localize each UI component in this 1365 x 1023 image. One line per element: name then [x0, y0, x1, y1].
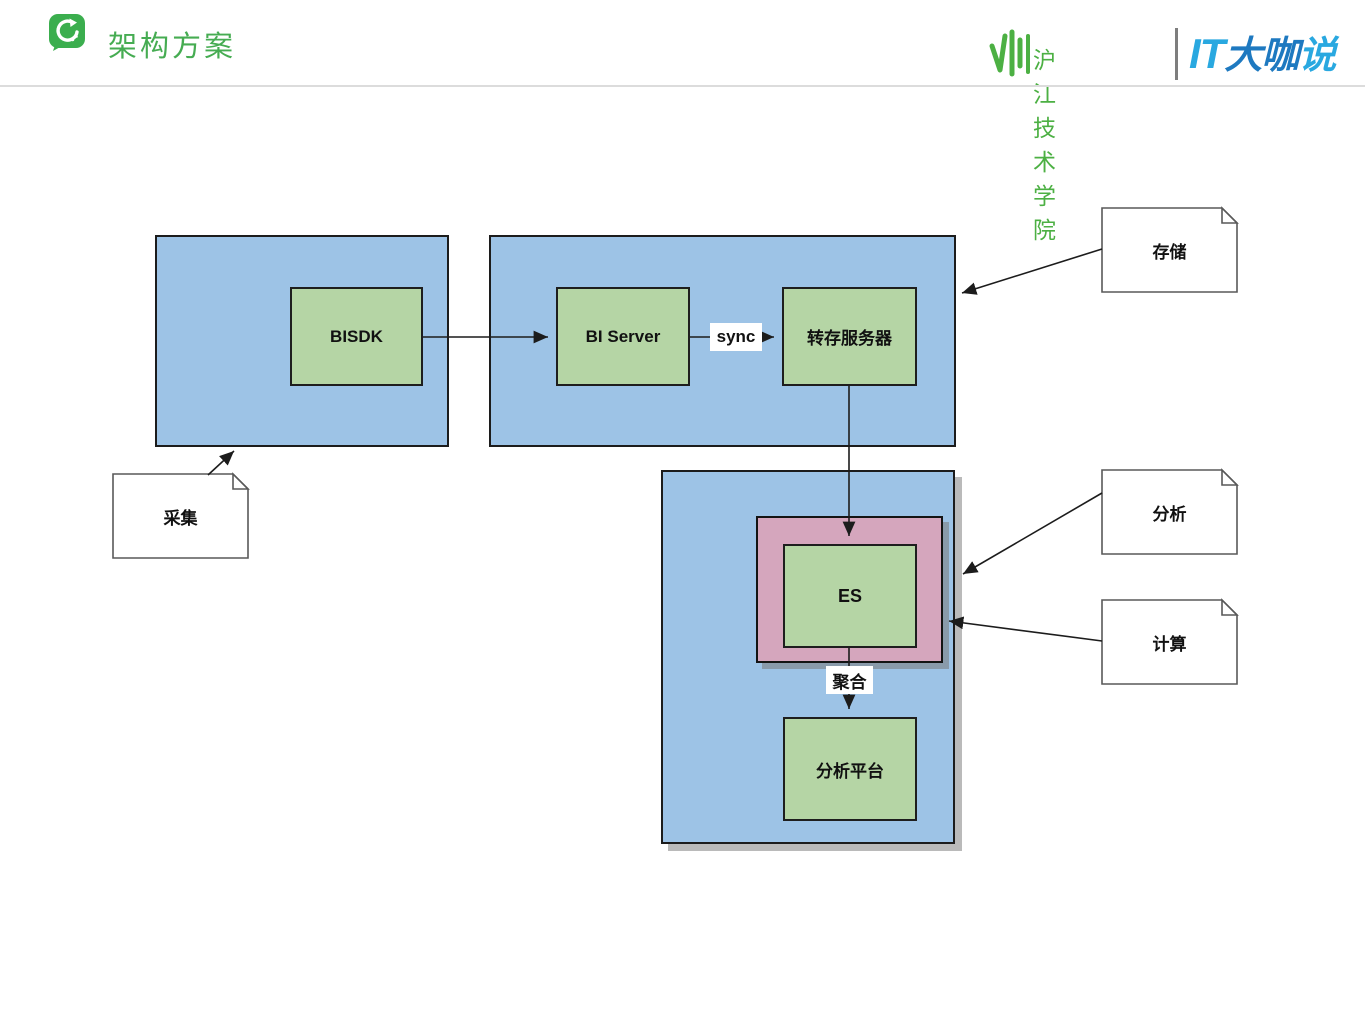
node-bi-server: BI Server: [556, 287, 690, 386]
node-es: ES: [783, 544, 917, 648]
logo-part-daka: 大咖: [1224, 35, 1299, 77]
node-analysis-platform: 分析平台: [783, 717, 917, 821]
page-title: 架构方案: [108, 31, 237, 63]
refresh-app-icon: [48, 13, 86, 51]
edge-analyze-to-container: [962, 492, 1103, 575]
brand-right-logo: IT大咖说 知识分享平台: [1189, 24, 1359, 82]
header-divider-line: [0, 85, 1365, 87]
edge-store-to-container: [961, 248, 1103, 295]
edge-collect-to-container: [207, 450, 235, 476]
logo-part-shuo: 说: [1298, 35, 1337, 77]
logo-part-it: IT: [1189, 30, 1225, 77]
node-bisdk: BISDK: [290, 287, 423, 386]
brand-divider: [1175, 28, 1178, 80]
note-analyze-label: 分析: [1152, 504, 1187, 524]
brand-left-name: 沪江技术学院: [1033, 47, 1057, 243]
edge-compute-to-es-frame: [948, 616, 1103, 642]
note-store-label: 存储: [1152, 242, 1187, 262]
node-transfer-server: 转存服务器: [782, 287, 917, 386]
note-collect-label: 采集: [163, 508, 198, 528]
soundwave-logo-icon: [988, 28, 1030, 83]
note-compute-label: 计算: [1152, 634, 1187, 654]
edge-label-aggregate: 聚合: [826, 666, 873, 694]
edge-label-sync: sync: [710, 323, 762, 351]
